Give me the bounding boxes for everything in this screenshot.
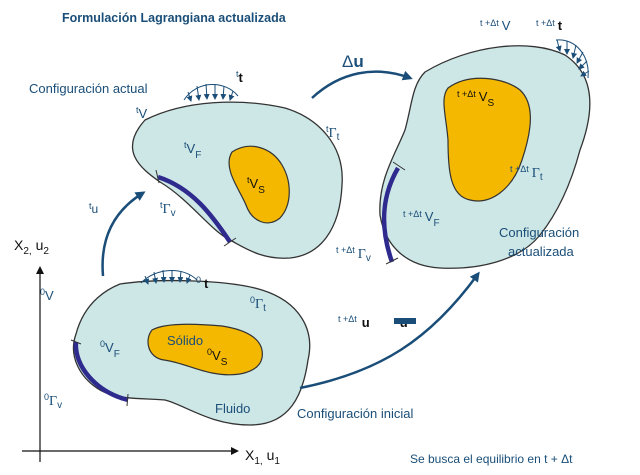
updated-traction-arrow [578, 60, 588, 70]
equilibrium-note: Se busca el equilibrio en t + Δt [410, 452, 573, 466]
current-traction-arrow [195, 85, 202, 101]
current-gamma-v-label: tΓv [160, 200, 176, 219]
bar-equals-icon [394, 318, 416, 324]
current-gamma-t-label: tΓt [326, 124, 340, 143]
x-axis-label: X1, u1 [245, 447, 280, 467]
initial-to-updated-arrow [299, 271, 480, 390]
updated-traction-arrow [555, 39, 562, 52]
initial-gamma-v-label: 0Γv [44, 392, 62, 411]
current-gamma-v-tick-bottom [223, 237, 237, 247]
updated-gamma-v-tick-top [392, 161, 406, 171]
current-disp-label: tu [89, 201, 98, 216]
updated-config-label-line2: actualizada [508, 244, 575, 259]
updated-traction-arrow [571, 44, 578, 59]
current-v-label: tV [136, 105, 148, 121]
initial-traction-arrow [185, 274, 192, 284]
current-traction-arrow [220, 85, 227, 100]
initial-traction-arrow [177, 270, 184, 283]
current-config-label: Configuración actual [29, 81, 148, 96]
updated-config-label-line1: Configuración [499, 225, 579, 240]
initial-gamma-v-boundary [73, 341, 129, 403]
initial-gamma-v-tick-top [70, 339, 82, 345]
updated-gamma-v-tick-bottom [385, 257, 399, 265]
current-gamma-v-boundary [157, 174, 232, 244]
current-solid [228, 145, 290, 224]
initial-vs-label: 0VS [207, 347, 228, 368]
fluid-label: Fluido [215, 401, 250, 416]
current-to-updated-arrow [311, 70, 413, 99]
current-traction-envelope [183, 83, 239, 101]
current-vs-label: tVS [247, 175, 265, 196]
y-axis-label: X2, u2 [14, 237, 49, 257]
delta-u-label: Δu [342, 52, 364, 71]
current-traction-label: tt [236, 69, 244, 85]
current-vf-label: tVF [184, 140, 201, 161]
current-traction-arrow [186, 91, 193, 102]
initial-traction-arrow [160, 269, 167, 283]
initial-gamma-v-tick-bottom [126, 393, 129, 407]
current-gamma-v-tick-top [155, 169, 160, 184]
diagram-title: Formulación Lagrangiana actualizada [62, 11, 287, 25]
current-traction-arrow [228, 90, 235, 101]
initial-gamma-t-label: 0Γt [250, 295, 266, 314]
updated-solid [443, 77, 531, 202]
solid-label: Sólido [167, 333, 203, 348]
initial-solid [147, 323, 263, 376]
initial-v-label: 0V [40, 287, 54, 303]
initial-traction-arrow [152, 271, 159, 284]
initial-vf-label: 0VF [100, 339, 120, 360]
initial-config-label: Configuración inicial [297, 406, 413, 421]
initial-to-current-arrow [101, 191, 146, 277]
updated-traction-arrow [576, 51, 584, 64]
current-traction-arrow [203, 83, 210, 100]
initial-traction-arrow [143, 275, 150, 285]
updated-gamma-v-boundary [381, 166, 400, 263]
updated-traction-arrow [580, 70, 590, 77]
